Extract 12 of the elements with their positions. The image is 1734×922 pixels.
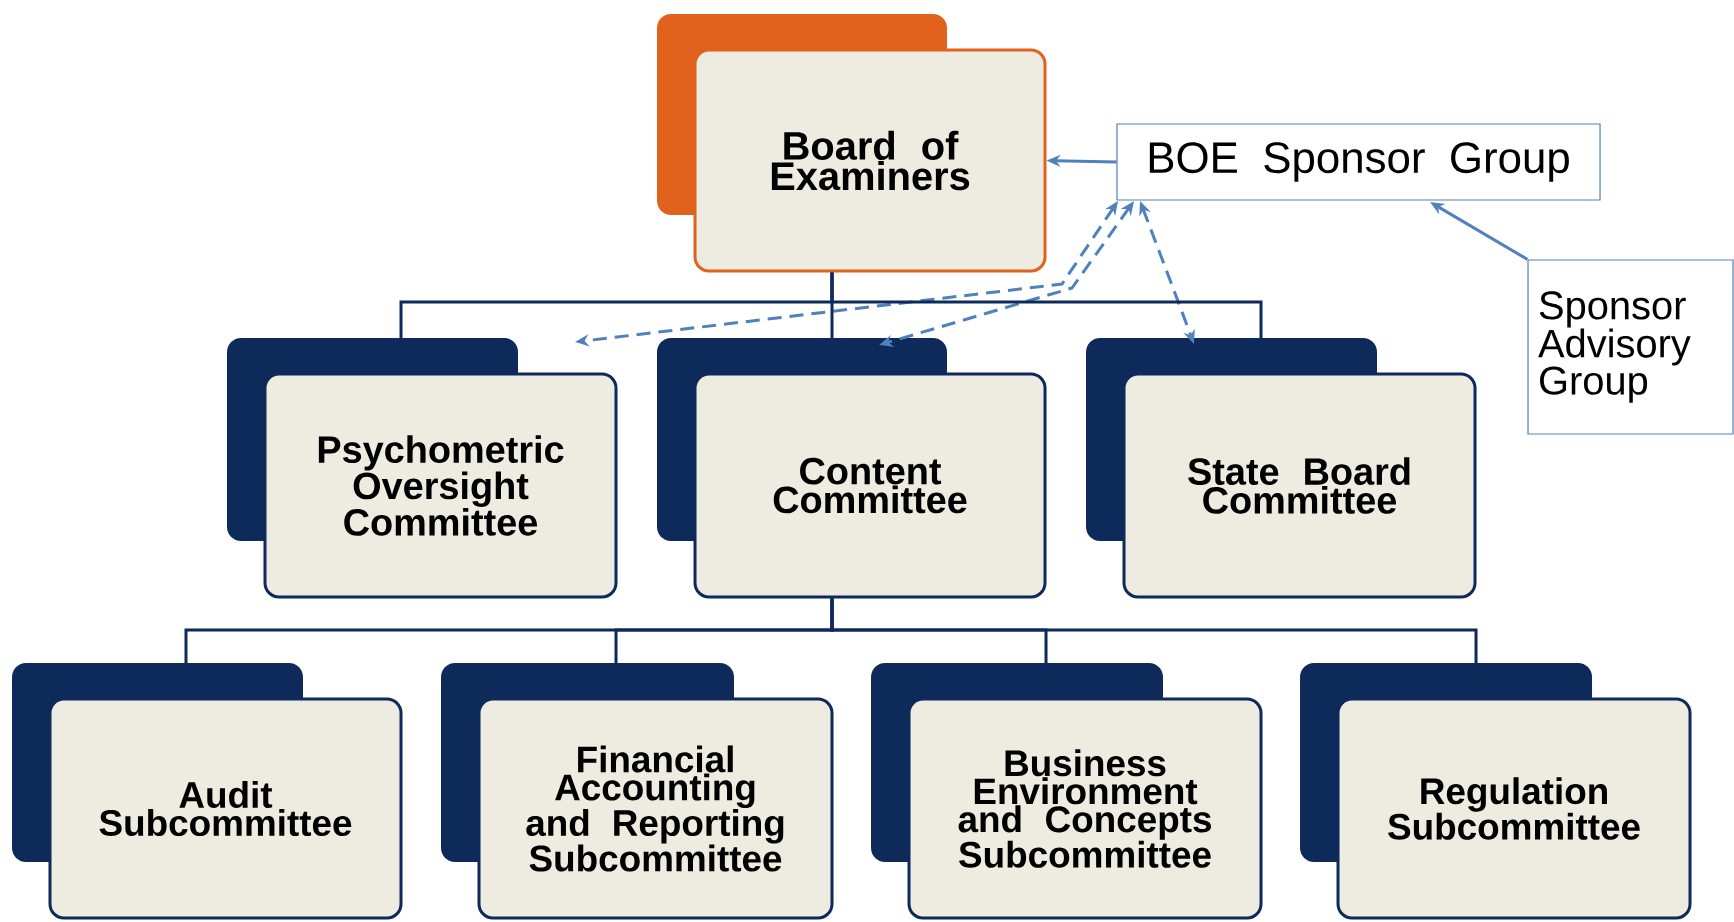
label-box: BOE Sponsor Group — [1116, 123, 1601, 201]
connector-line — [830, 272, 1263, 338]
connector-line — [830, 598, 1478, 663]
committee-card: Regulation Subcommittee — [1300, 663, 1692, 920]
committee-card: Board of Examiners — [657, 14, 1047, 273]
committee-card: Audit Subcommittee — [12, 663, 403, 920]
committee-card: State Board Committee — [1086, 338, 1477, 599]
committee-card: Financial Accounting and Reporting Subcommittee — [441, 663, 834, 920]
committee-card: Business Environment and Concepts Subcommittee — [871, 663, 1263, 920]
committee-card: Content Committee — [657, 338, 1047, 599]
label-box: Sponsor Advisory Group — [1527, 259, 1734, 435]
committee-card: Psychometric Oversight Committee — [227, 338, 618, 599]
